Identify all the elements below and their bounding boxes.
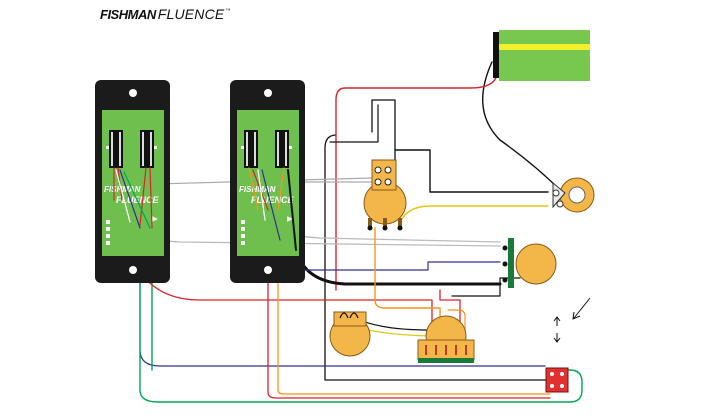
pickup-bridge: FISHMAN FLUENCE (95, 80, 170, 283)
volume-pot-right (503, 238, 557, 288)
battery-9v (493, 30, 590, 81)
switch-direction-arrows (554, 298, 590, 342)
wire-yellow-jack (398, 206, 548, 228)
pickup-logo-line1: FISHMAN (239, 185, 276, 194)
pad (106, 227, 110, 231)
mounting-hole (129, 266, 137, 274)
pad (241, 227, 245, 231)
wire-orange-1 (375, 228, 440, 332)
chip (109, 130, 123, 168)
mounting-hole (264, 266, 272, 274)
tone-pot-left (330, 312, 370, 356)
chip (140, 130, 154, 168)
brand-name-light: FLUENCE (158, 6, 225, 22)
wire-black-loop (330, 105, 378, 142)
mounting-hole (264, 89, 272, 97)
arrow-up-icon (554, 317, 560, 326)
pad (106, 220, 110, 224)
wire-black-heavy (296, 250, 500, 284)
pad (106, 234, 110, 238)
pad (106, 241, 110, 245)
pad (241, 220, 245, 224)
brand-name-bold: FISHMAN (100, 7, 156, 22)
chip (275, 130, 289, 168)
pickup-logo-line2: FLUENCE (251, 195, 294, 205)
arrow-diagonal-icon (573, 298, 590, 319)
mounting-hole (129, 89, 137, 97)
brand-trademark: ™ (225, 8, 230, 14)
arrow-down-icon (554, 333, 560, 342)
output-jack (553, 178, 594, 212)
wire-black-jack (395, 150, 548, 192)
wire-white-3 (130, 220, 500, 246)
brand-logo: FISHMAN FLUENCE ™ (100, 6, 230, 24)
pad (241, 234, 245, 238)
chip (244, 130, 258, 168)
master-volume-pot (364, 160, 406, 231)
pickup-neck: FISHMAN FLUENCE (230, 80, 305, 283)
pad (241, 241, 245, 245)
mini-toggle-switch (546, 368, 568, 392)
